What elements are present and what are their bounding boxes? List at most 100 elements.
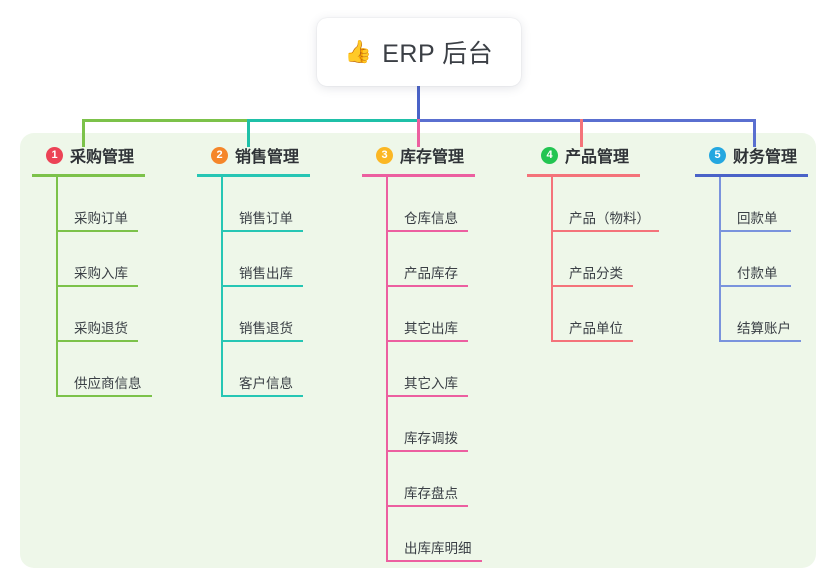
node-label: 其它入库 xyxy=(404,376,458,391)
column-inventory: 3 库存管理仓库信息产品库存其它出库其它入库库存调拨库存盘点出库库明细 xyxy=(362,142,482,562)
node-product-1[interactable]: 产品（物料） xyxy=(551,177,659,232)
column-header-inventory[interactable]: 3 库存管理 xyxy=(362,142,475,168)
root-node-erp-backend[interactable]: 👍 ERP 后台 xyxy=(317,18,521,86)
node-product-2[interactable]: 产品分类 xyxy=(551,232,650,287)
node-label: 出库库明细 xyxy=(404,541,472,556)
node-label: 付款单 xyxy=(737,266,778,281)
column-rule-purchase xyxy=(32,174,145,177)
column-spine-finance xyxy=(719,177,721,342)
column-badge-inventory: 3 xyxy=(376,146,393,164)
node-label: 产品库存 xyxy=(404,266,458,281)
node-label: 产品分类 xyxy=(569,266,623,281)
node-rule xyxy=(221,285,303,287)
node-finance-2[interactable]: 付款单 xyxy=(719,232,808,287)
column-badge-sales: 2 xyxy=(211,146,228,164)
node-rule xyxy=(386,450,468,452)
node-product-3[interactable]: 产品单位 xyxy=(551,287,650,342)
column-rule-product xyxy=(527,174,640,177)
node-label: 采购入库 xyxy=(74,266,128,281)
node-rule xyxy=(719,285,791,287)
node-rule xyxy=(551,285,633,287)
root-node-title: ERP 后台 xyxy=(382,40,494,68)
connector-drop-purchase xyxy=(82,119,85,147)
connector-drop-finance xyxy=(753,119,756,147)
column-spine-inventory xyxy=(386,177,388,562)
node-label: 产品（物料） xyxy=(569,211,650,226)
node-inventory-3[interactable]: 其它出库 xyxy=(386,287,475,342)
connector-drop-sales xyxy=(247,119,250,147)
node-rule xyxy=(551,230,659,232)
node-rule xyxy=(56,285,138,287)
node-rule xyxy=(56,340,138,342)
node-sales-3[interactable]: 销售退货 xyxy=(221,287,310,342)
column-badge-finance: 5 xyxy=(709,146,726,164)
column-items-product: 产品（物料） 产品分类产品单位 xyxy=(551,177,659,342)
node-label: 产品单位 xyxy=(569,321,623,336)
column-items-finance: 回款单付款单结算账户 xyxy=(719,177,808,342)
node-inventory-5[interactable]: 库存调拨 xyxy=(386,397,475,452)
node-purchase-4[interactable]: 供应商信息 xyxy=(56,342,152,397)
connector-drop-product xyxy=(580,119,583,147)
node-rule xyxy=(221,395,303,397)
node-inventory-1[interactable]: 仓库信息 xyxy=(386,177,475,232)
node-sales-1[interactable]: 销售订单 xyxy=(221,177,310,232)
node-label: 回款单 xyxy=(737,211,778,226)
column-title-inventory: 库存管理 xyxy=(400,149,465,166)
column-spine-sales xyxy=(221,177,223,397)
column-items-sales: 销售订单销售出库销售退货客户信息 xyxy=(221,177,310,397)
node-rule xyxy=(221,230,303,232)
column-rule-sales xyxy=(197,174,310,177)
node-rule xyxy=(719,230,791,232)
column-title-sales: 销售管理 xyxy=(235,149,300,166)
node-inventory-4[interactable]: 其它入库 xyxy=(386,342,475,397)
node-label: 销售订单 xyxy=(239,211,293,226)
column-header-sales[interactable]: 2 销售管理 xyxy=(197,142,310,168)
node-purchase-2[interactable]: 采购入库 xyxy=(56,232,145,287)
node-rule xyxy=(56,230,138,232)
node-label: 其它出库 xyxy=(404,321,458,336)
node-rule xyxy=(551,340,633,342)
connector-bar-segment-teal xyxy=(247,119,418,122)
node-label: 客户信息 xyxy=(239,376,293,391)
column-spine-product xyxy=(551,177,553,342)
column-rule-inventory xyxy=(362,174,475,177)
node-purchase-3[interactable]: 采购退货 xyxy=(56,287,145,342)
node-rule xyxy=(56,395,152,397)
node-label: 供应商信息 xyxy=(74,376,142,391)
diagram-panel-background xyxy=(20,133,816,568)
column-rule-finance xyxy=(695,174,808,177)
column-title-purchase: 采购管理 xyxy=(70,149,135,166)
column-header-product[interactable]: 4 产品管理 xyxy=(527,142,650,168)
node-rule xyxy=(386,285,468,287)
node-inventory-7[interactable]: 出库库明细 xyxy=(386,507,482,562)
column-badge-product: 4 xyxy=(541,146,558,164)
node-rule xyxy=(386,560,482,562)
node-finance-3[interactable]: 结算账户 xyxy=(719,287,808,342)
column-sales: 2 销售管理销售订单销售出库销售退货客户信息 xyxy=(197,142,310,397)
node-inventory-6[interactable]: 库存盘点 xyxy=(386,452,475,507)
connector-trunk-vertical xyxy=(417,86,420,121)
node-label: 库存盘点 xyxy=(404,486,458,501)
node-label: 库存调拨 xyxy=(404,431,458,446)
node-label: 仓库信息 xyxy=(404,211,458,226)
column-title-product: 产品管理 xyxy=(565,149,630,166)
node-finance-1[interactable]: 回款单 xyxy=(719,177,808,232)
node-purchase-1[interactable]: 采购订单 xyxy=(56,177,145,232)
node-label: 采购退货 xyxy=(74,321,128,336)
column-items-purchase: 采购订单采购入库采购退货供应商信息 xyxy=(56,177,152,397)
column-items-inventory: 仓库信息产品库存其它出库其它入库库存调拨库存盘点出库库明细 xyxy=(386,177,482,562)
node-label: 结算账户 xyxy=(737,321,791,336)
node-rule xyxy=(386,395,468,397)
connector-bar-segment-green xyxy=(82,119,248,122)
node-sales-4[interactable]: 客户信息 xyxy=(221,342,310,397)
node-rule xyxy=(386,340,468,342)
thumbs-up-icon: 👍 xyxy=(344,39,373,64)
node-rule xyxy=(719,340,801,342)
node-inventory-2[interactable]: 产品库存 xyxy=(386,232,475,287)
node-sales-2[interactable]: 销售出库 xyxy=(221,232,310,287)
connector-bar-segment-blue xyxy=(417,119,755,122)
